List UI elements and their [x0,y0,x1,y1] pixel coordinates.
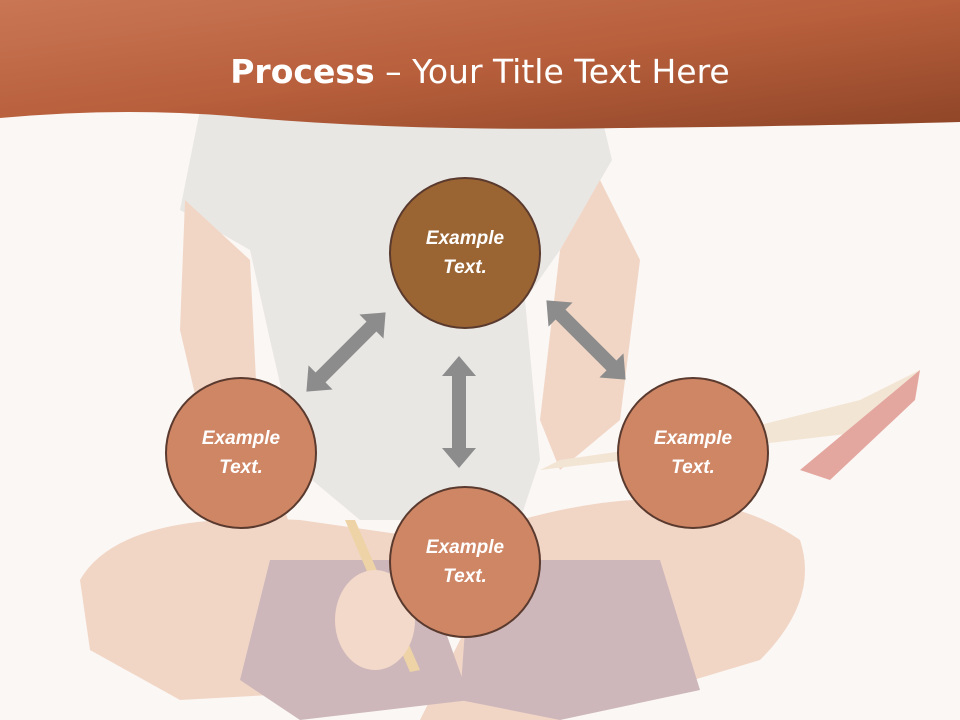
arrow-top-right [534,288,638,392]
title-bold: Process [230,52,375,91]
slide-title: Process – Your Title Text Here [0,52,960,91]
arrow-vertical [442,356,476,468]
node-right-text: Example Text. [653,428,733,478]
node-top-text: Example Text. [425,228,505,278]
process-node-bottom[interactable]: Example Text. [389,486,541,638]
process-node-top[interactable]: Example Text. [389,177,541,329]
title-rest: – Your Title Text Here [374,52,730,91]
title-banner [0,0,960,129]
node-bottom-text: Example Text. [425,537,505,587]
process-node-right[interactable]: Example Text. [617,377,769,529]
node-left-text: Example Text. [201,428,281,478]
process-node-left[interactable]: Example Text. [165,377,317,529]
arrow-top-left [294,300,398,404]
